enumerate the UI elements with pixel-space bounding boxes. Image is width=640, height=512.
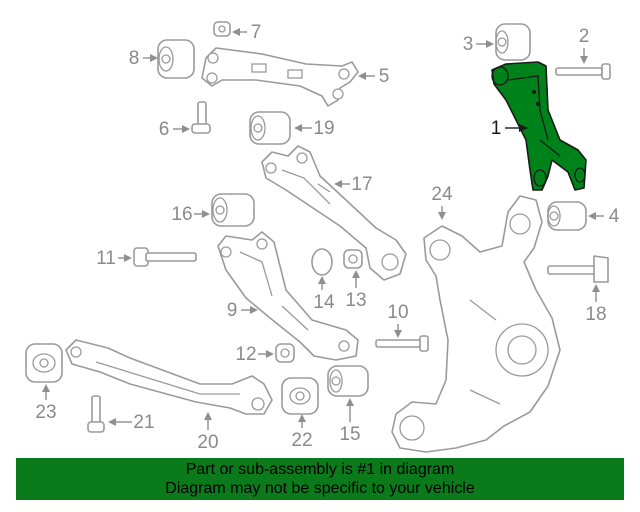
callout-9[interactable]: 9 <box>227 300 238 321</box>
part-7-nut[interactable] <box>213 21 231 37</box>
callout-4[interactable]: 4 <box>609 206 620 227</box>
callout-10[interactable]: 10 <box>387 302 408 323</box>
vehicle-fit-banner: Part or sub-assembly is #1 in diagram Di… <box>16 458 624 500</box>
part-14-washer[interactable] <box>311 248 333 276</box>
callout-16[interactable]: 16 <box>171 204 192 225</box>
part-1-control-arm[interactable] <box>491 61 587 191</box>
callout-24[interactable]: 24 <box>431 184 453 205</box>
part-21-bolt[interactable] <box>87 395 105 433</box>
callout-14[interactable]: 14 <box>313 292 335 313</box>
callout-17[interactable]: 17 <box>351 174 372 195</box>
callout-8[interactable]: 8 <box>129 48 140 69</box>
callout-11[interactable]: 11 <box>96 248 116 269</box>
callout-22[interactable]: 22 <box>291 430 312 451</box>
callout-5[interactable]: 5 <box>379 66 390 87</box>
callout-23[interactable]: 23 <box>35 402 56 423</box>
callout-19[interactable]: 19 <box>313 118 334 139</box>
part-11-bolt[interactable] <box>133 247 197 267</box>
callout-15[interactable]: 15 <box>339 424 360 445</box>
callout-12[interactable]: 12 <box>235 344 256 365</box>
parts-diagram: 1 2 3 4 5 6 7 8 9 10 11 12 13 14 <box>25 21 620 453</box>
part-23-bushing[interactable] <box>25 343 63 383</box>
part-4-bushing[interactable] <box>547 201 587 231</box>
callout-18[interactable]: 18 <box>585 304 606 325</box>
part-22-bushing[interactable] <box>281 377 319 415</box>
callout-2[interactable]: 2 <box>579 26 590 47</box>
callout-20[interactable]: 20 <box>197 432 218 453</box>
part-8-bushing[interactable] <box>157 39 195 79</box>
callout-13[interactable]: 13 <box>345 290 366 311</box>
part-18-bolt[interactable] <box>547 255 609 283</box>
part-2-bolt[interactable] <box>555 63 611 80</box>
banner-line-2: Diagram may not be specific to your vehi… <box>165 480 475 497</box>
callout-7[interactable]: 7 <box>251 22 262 43</box>
part-17-trailing-arm[interactable] <box>261 145 407 281</box>
part-13-nut[interactable] <box>343 249 363 269</box>
part-16-bushing[interactable] <box>211 193 255 227</box>
part-6-bolt[interactable] <box>191 101 211 134</box>
part-9-lower-arm[interactable] <box>217 231 359 361</box>
part-24-knuckle[interactable] <box>391 195 561 453</box>
callout-21[interactable]: 21 <box>133 412 154 433</box>
part-20-lower-link[interactable] <box>65 339 273 415</box>
part-5-link-arm[interactable] <box>201 47 359 107</box>
banner-line-1: Part or sub-assembly is #1 in diagram <box>185 461 455 478</box>
callout-3[interactable]: 3 <box>463 34 474 55</box>
part-3-bushing[interactable] <box>495 23 531 61</box>
part-12-nut[interactable] <box>275 343 295 363</box>
part-15-bushing[interactable] <box>327 365 369 397</box>
part-19-bushing[interactable] <box>249 111 291 145</box>
callout-6[interactable]: 6 <box>159 119 170 140</box>
part-10-bolt[interactable] <box>375 335 429 352</box>
callout-1[interactable]: 1 <box>491 118 502 139</box>
